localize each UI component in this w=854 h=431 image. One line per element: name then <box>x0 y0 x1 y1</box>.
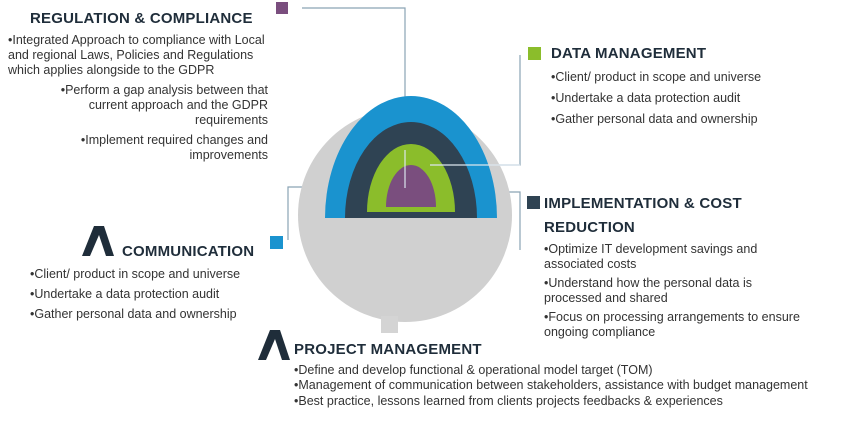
communication-title: COMMUNICATION <box>122 243 255 260</box>
data-management-section: DATA MANAGEMENT •Client/ product in scop… <box>551 45 851 127</box>
project-item: •Best practice, lessons learned from cli… <box>294 394 723 408</box>
communication-section: •Client/ product in scope and universe •… <box>30 267 280 322</box>
communication-item: •Gather personal data and ownership <box>30 307 237 321</box>
implementation-title: IMPLEMENTATION & COST REDUCTION <box>544 195 742 236</box>
implementation-section: IMPLEMENTATION & COST REDUCTION •Optimiz… <box>544 192 844 340</box>
regulation-item: •Integrated Approach to compliance with … <box>8 33 265 77</box>
data-management-color-square <box>528 47 541 60</box>
regulation-item: •Perform a gap analysis between that cur… <box>60 83 268 127</box>
data-management-title: DATA MANAGEMENT <box>551 45 707 62</box>
regulation-section: REGULATION & COMPLIANCE •Integrated Appr… <box>4 10 268 163</box>
layer-regulation <box>386 165 436 207</box>
implementation-item: •Focus on processing arrangements to ens… <box>544 310 800 339</box>
project-color-square <box>381 316 398 333</box>
communication-item: •Client/ product in scope and universe <box>30 267 241 281</box>
lambda-logo-icon <box>258 330 290 360</box>
communication-item: •Undertake a data protection audit <box>30 287 220 301</box>
project-item: •Define and develop functional & operati… <box>294 363 653 377</box>
project-title: PROJECT MANAGEMENT <box>294 341 482 358</box>
implementation-color-square <box>527 196 540 209</box>
regulation-item: •Implement required changes and improvem… <box>80 133 268 162</box>
regulation-color-square <box>276 2 288 14</box>
lambda-logo-icon <box>82 226 114 256</box>
implementation-item: •Understand how the personal data is pro… <box>544 276 752 305</box>
data-management-item: •Gather personal data and ownership <box>551 112 758 126</box>
implementation-item: •Optimize IT development savings and ass… <box>544 242 758 271</box>
project-item: •Management of communication between sta… <box>294 378 808 392</box>
data-management-item: •Client/ product in scope and universe <box>551 70 762 84</box>
regulation-title: REGULATION & COMPLIANCE <box>30 10 253 27</box>
data-management-item: •Undertake a data protection audit <box>551 91 741 105</box>
project-section: •Define and develop functional & operati… <box>294 363 824 409</box>
communication-color-square <box>270 236 283 249</box>
